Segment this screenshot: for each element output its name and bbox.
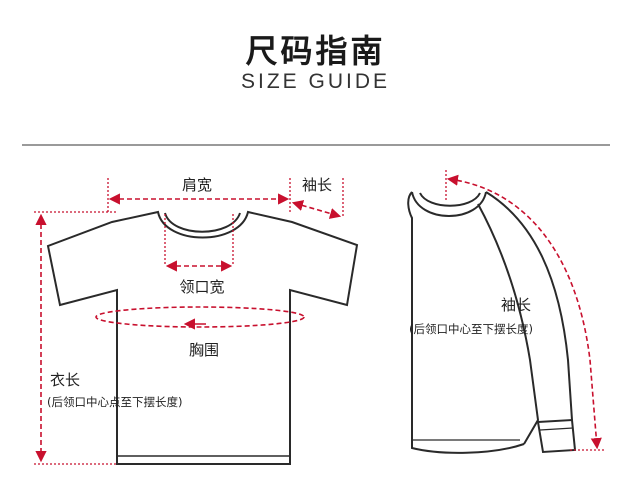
sweater-collar-outer: [411, 191, 487, 217]
sweater-sleeve-measure: [445, 170, 605, 451]
tee-sleeve-label: 袖长: [302, 176, 332, 194]
sweater-cuff-rib: [539, 427, 574, 431]
shoulder-width-label: 肩宽: [182, 176, 212, 194]
body-length-note: (后领口中心点至下摆长度): [47, 395, 182, 409]
page-title: 尺码指南: [245, 32, 386, 70]
shoulder-width-measure: [107, 178, 291, 214]
divider: [22, 144, 610, 146]
sweater-collar-inner: [419, 192, 481, 207]
chest-measure: [95, 306, 305, 330]
collar-width-label: 领口宽: [179, 278, 224, 296]
tshirt-collar-inner: [164, 212, 241, 233]
sweater-sleeve-note: (后领口中心至下摆长度): [409, 322, 533, 336]
chest-label: 胸围: [189, 341, 219, 359]
page-subtitle: SIZE GUIDE: [240, 70, 391, 93]
sweater-sleeve-label: 袖长: [501, 296, 531, 314]
sweater-cuff: [536, 418, 577, 454]
collar-width-measure: [164, 214, 234, 272]
tee-sleeve-measure: [291, 178, 344, 219]
body-length-measure: [34, 211, 116, 465]
sweater-body-front: [407, 191, 525, 454]
tshirt-outline: [46, 210, 359, 465]
body-length-label: 衣长: [50, 371, 80, 389]
tshirt-figure: [46, 210, 359, 465]
